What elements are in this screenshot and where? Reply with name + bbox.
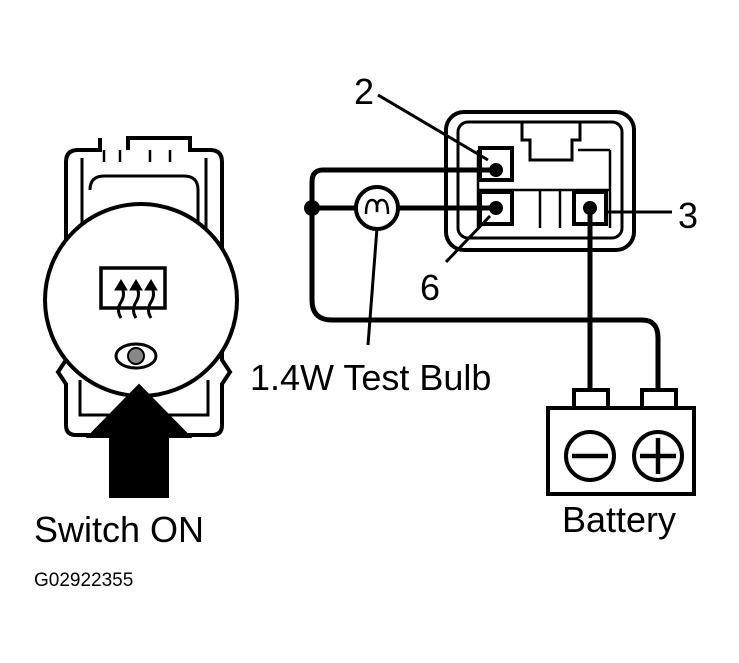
pin-6-dot [489,201,503,215]
minus-icon [564,430,616,482]
pin-6-label: 6 [420,267,440,308]
test-bulb-label: 1.4W Test Bulb [250,357,491,398]
figure-code: G02922355 [34,570,133,591]
battery-label: Battery [562,499,676,540]
pin-2-dot [489,163,503,177]
switch-state-label: Switch ON [34,509,204,550]
rear-defogger-heat-waves-icon [99,266,167,319]
pin-3-dot [583,201,597,215]
pin-2-label: 2 [354,71,374,112]
indicator-lamp-icon [114,342,158,370]
switch-assembly [43,136,239,437]
battery [546,388,696,496]
plus-icon [632,430,684,482]
junction-dot [304,200,320,216]
press-arrow-icon [85,383,193,498]
wire-pin-2 [309,167,661,401]
leader-bulb [366,227,379,346]
pin-3-label: 3 [678,195,698,236]
leader-pin-2 [377,93,489,162]
connector-housing [444,110,636,252]
leader-pin-6 [444,214,492,264]
test-bulb-icon [354,185,400,231]
